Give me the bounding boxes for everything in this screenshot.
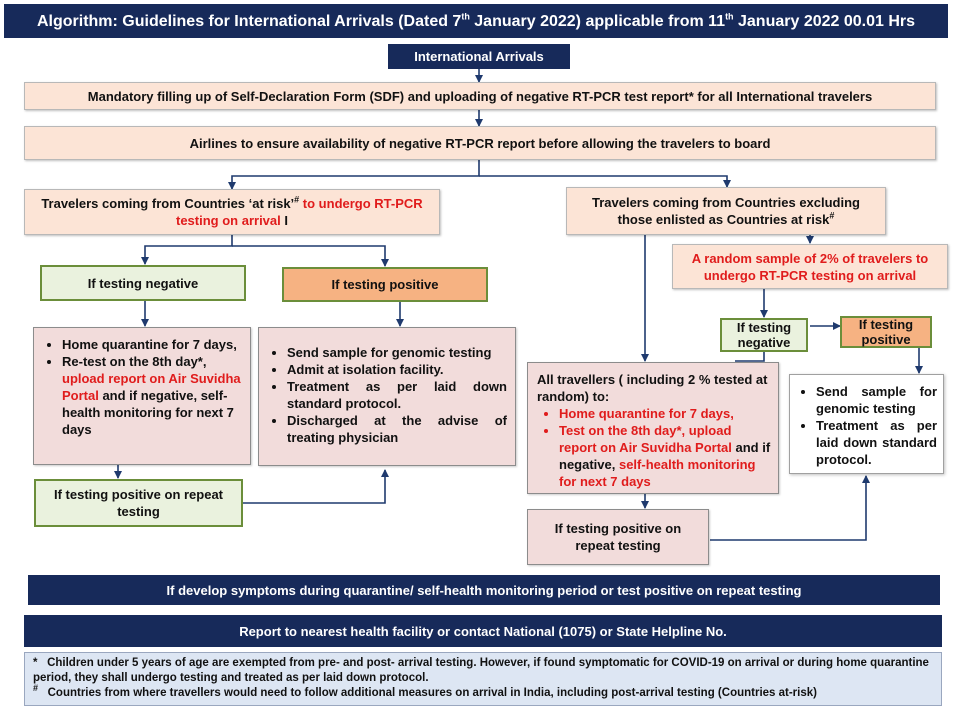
page-title: Algorithm: Guidelines for International … [4, 4, 948, 38]
arrow-to-left-negative [141, 235, 233, 265]
arrow-left-repeat-to-positive [243, 469, 389, 504]
footnotes-box: * Children under 5 years of age are exem… [24, 652, 942, 706]
not-at-risk-box: Travelers coming from Countries excludin… [566, 187, 886, 235]
right-repeat-box: If testing positive on repeat testing [527, 509, 709, 565]
airlines-box: Airlines to ensure availability of negat… [24, 126, 936, 160]
left-repeat-box: If testing positive on repeat testing [34, 479, 243, 527]
international-arrivals-box: International Arrivals [388, 44, 570, 69]
arrow-to-at-risk [228, 160, 480, 190]
right-positive-box: If testing positive [840, 316, 932, 348]
right-negative-box: If testing negative [720, 318, 808, 352]
sdf-box: Mandatory filling up of Self-Declaration… [24, 82, 936, 110]
list-item: Treatment as per laid down standard prot… [287, 378, 507, 412]
list-item: Re-test on the 8th day*, upload report o… [62, 353, 244, 438]
right-positive-list: Send sample for genomic testing Treatmen… [789, 374, 944, 474]
list-item: Send sample for genomic testing [816, 383, 937, 417]
list-item: Treatment as per laid down standard prot… [816, 417, 937, 468]
list-item: Home quarantine for 7 days, [62, 336, 244, 353]
list-item: Home quarantine for 7 days, [559, 405, 772, 422]
footnote-hash: # Countries from where travellers would … [33, 683, 817, 699]
list-item: Test on the 8th day*, upload report on A… [559, 422, 772, 490]
left-negative-list: Home quarantine for 7 days, Re-test on t… [33, 327, 251, 465]
list-item: Send sample for genomic testing [287, 344, 507, 361]
left-negative-box: If testing negative [40, 265, 246, 301]
at-risk-box: Travelers coming from Countries ‘at risk… [24, 189, 440, 235]
random-sample-box: A random sample of 2% of travelers to un… [672, 244, 948, 289]
list-item: Discharged at the advise of treating phy… [287, 412, 507, 446]
arrow-right-neg-connector [735, 352, 765, 362]
list-item: Admit at isolation facility. [287, 361, 507, 378]
footnote-star: * Children under 5 years of age are exem… [33, 657, 929, 684]
all-travellers-box: All travellers ( including 2 % tested at… [527, 362, 779, 494]
left-positive-list: Send sample for genomic testing Admit at… [258, 327, 516, 466]
symptoms-box: If develop symptoms during quarantine/ s… [28, 575, 940, 605]
left-positive-box: If testing positive [282, 267, 488, 302]
report-box: Report to nearest health facility or con… [24, 615, 942, 647]
arrow-to-not-at-risk [479, 175, 731, 188]
arrow-to-left-positive [232, 245, 389, 267]
arrow-right-repeat-to-positive [710, 475, 870, 541]
